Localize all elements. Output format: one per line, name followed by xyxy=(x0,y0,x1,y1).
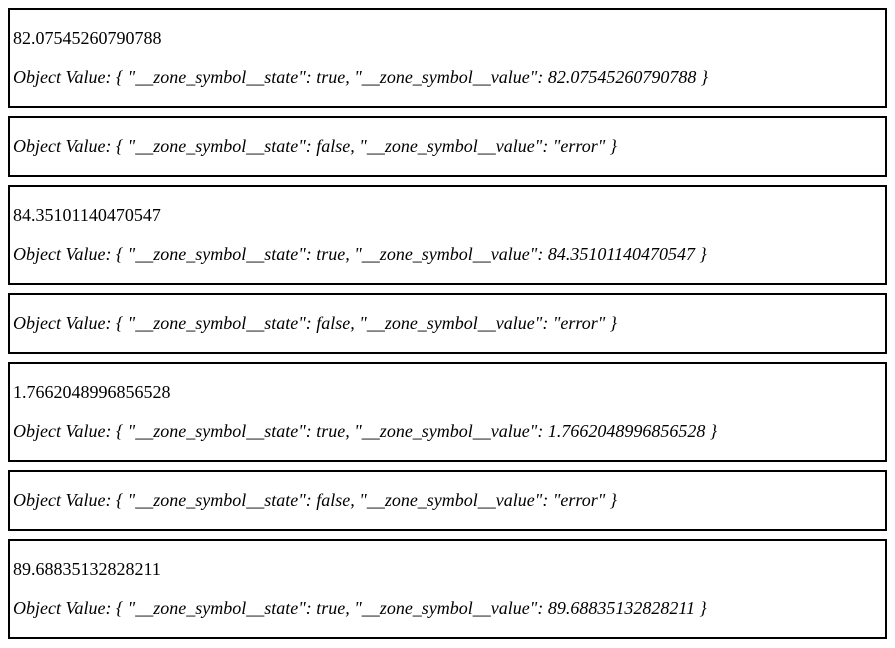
promise-result-box-resolved: 1.7662048996856528 Object Value: { "__zo… xyxy=(8,362,887,462)
promise-result-box-resolved: 82.07545260790788 Object Value: { "__zon… xyxy=(8,8,887,108)
resolved-value-text: 1.7662048996856528 xyxy=(13,382,171,402)
object-value-text: Object Value: { "__zone_symbol__state": … xyxy=(13,136,617,156)
object-value-text: Object Value: { "__zone_symbol__state": … xyxy=(13,244,707,264)
object-value-text: Object Value: { "__zone_symbol__state": … xyxy=(13,421,718,441)
promise-result-box-rejected: Object Value: { "__zone_symbol__state": … xyxy=(8,293,887,354)
object-value-text: Object Value: { "__zone_symbol__state": … xyxy=(13,313,617,333)
promise-result-box-resolved: 84.35101140470547 Object Value: { "__zon… xyxy=(8,185,887,285)
promise-result-box-resolved: 89.68835132828211 Object Value: { "__zon… xyxy=(8,539,887,639)
object-value-text: Object Value: { "__zone_symbol__state": … xyxy=(13,67,709,87)
promise-result-box-rejected: Object Value: { "__zone_symbol__state": … xyxy=(8,116,887,177)
object-value-text: Object Value: { "__zone_symbol__state": … xyxy=(13,598,707,618)
resolved-value-text: 89.68835132828211 xyxy=(13,559,161,579)
object-value-text: Object Value: { "__zone_symbol__state": … xyxy=(13,490,617,510)
resolved-value-text: 84.35101140470547 xyxy=(13,205,161,225)
promise-result-box-rejected: Object Value: { "__zone_symbol__state": … xyxy=(8,470,887,531)
promise-results-list: 82.07545260790788 Object Value: { "__zon… xyxy=(8,8,887,639)
resolved-value-text: 82.07545260790788 xyxy=(13,28,162,48)
